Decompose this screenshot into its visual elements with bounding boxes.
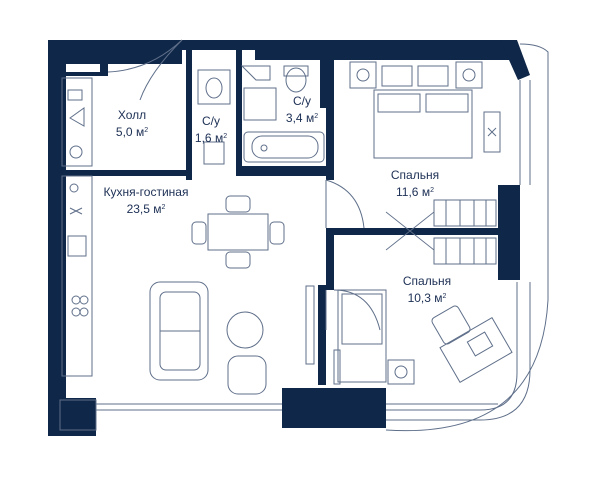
room-label-bathroom-2: С/у 3,4 м2 <box>286 94 318 126</box>
room-name: С/у <box>202 114 220 128</box>
room-label-kitchen-living: Кухня-гостиная 23,5 м2 <box>104 185 189 217</box>
room-label-bedroom-2: Спальня 10,3 м2 <box>403 274 451 306</box>
room-area: 5,0 м2 <box>115 125 149 139</box>
room-name: Спальня <box>402 274 452 288</box>
window-glass <box>59 43 549 432</box>
room-area: 11,6 м2 <box>396 185 434 199</box>
room-name: Спальня <box>390 168 440 182</box>
room-name: С/у <box>293 94 311 108</box>
room-area: 3,4 м2 <box>285 111 319 125</box>
room-name: Холл <box>117 108 147 122</box>
room-area: 10,3 м2 <box>407 291 447 305</box>
room-area: 23,5 м2 <box>126 202 166 216</box>
room-label-hall: Холл 5,0 м2 <box>116 108 148 140</box>
room-label-bathroom-1: С/у 1,6 м2 <box>195 114 227 146</box>
doors <box>107 39 435 331</box>
room-label-bedroom-1: Спальня 11,6 м2 <box>391 168 439 200</box>
furniture <box>61 61 513 395</box>
room-name: Кухня-гостиная <box>103 185 189 199</box>
room-area: 1,6 м2 <box>194 131 228 145</box>
